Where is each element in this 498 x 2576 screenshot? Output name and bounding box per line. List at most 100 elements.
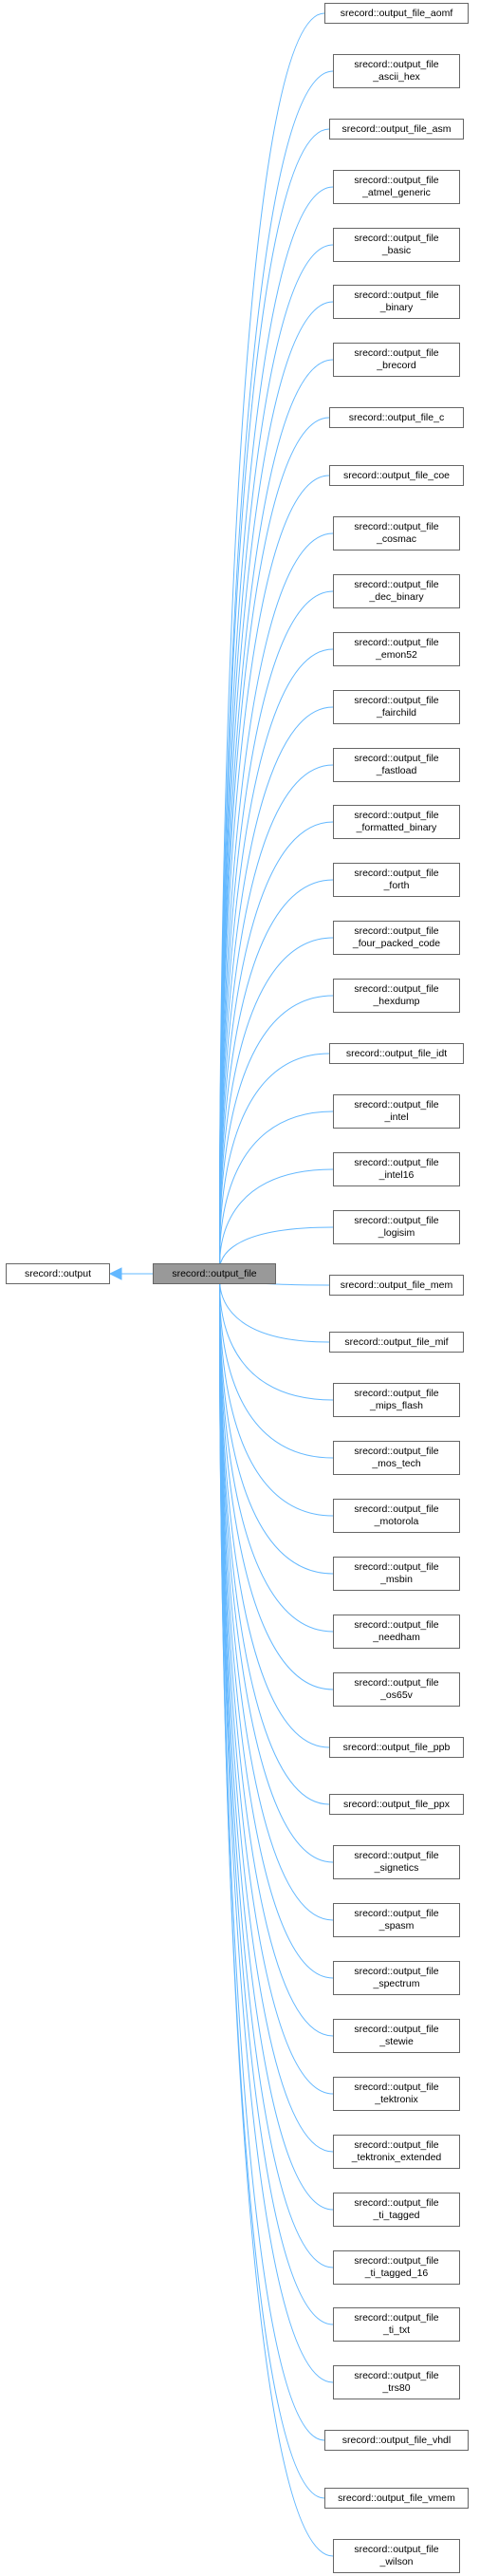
edge-to-output-file	[219, 1273, 334, 1863]
node-srecord-output-file-motorola[interactable]: srecord::output_file_motorola	[333, 1499, 460, 1533]
node-srecord-output-file-fairchild[interactable]: srecord::output_file_fairchild	[333, 690, 460, 724]
node-srecord-output-file-emon52[interactable]: srecord::output_file_emon52	[333, 632, 460, 666]
node-srecord-output-file-tektronix-extended[interactable]: srecord::output_file_tektronix_extended	[333, 2135, 460, 2169]
node-label-line: _intel	[384, 1111, 409, 1123]
node-srecord-output-file-intel16[interactable]: srecord::output_file_intel16	[333, 1152, 460, 1186]
node-srecord-output-file-mips-flash[interactable]: srecord::output_file_mips_flash	[333, 1383, 460, 1417]
node-srecord-output-file-mem[interactable]: srecord::output_file_mem	[329, 1275, 464, 1296]
node-srecord-output-file-wilson[interactable]: srecord::output_file_wilson	[333, 2539, 460, 2573]
node-label-line: srecord::output_file	[354, 2544, 439, 2555]
node-label-line: srecord::output_file	[354, 1215, 439, 1226]
node-srecord-output-file-needham[interactable]: srecord::output_file_needham	[333, 1615, 460, 1649]
node-srecord-output-file-idt[interactable]: srecord::output_file_idt	[329, 1043, 464, 1064]
node-srecord-output-file-logisim[interactable]: srecord::output_file_logisim	[333, 1210, 460, 1244]
node-srecord-output-file-dec-binary[interactable]: srecord::output_file_dec_binary	[333, 574, 460, 608]
node-srecord-output-file-stewie[interactable]: srecord::output_file_stewie	[333, 2019, 460, 2053]
node-srecord-output-file-ti-tagged[interactable]: srecord::output_file_ti_tagged	[333, 2193, 460, 2227]
node-label-line: srecord::output_file	[354, 1677, 439, 1689]
node-label-line: srecord::output_file_ppb	[342, 1741, 451, 1753]
node-srecord-output-file-coe[interactable]: srecord::output_file_coe	[329, 465, 464, 486]
node-label-line: srecord::output_file_asm	[341, 122, 452, 135]
node-srecord-output-file-basic[interactable]: srecord::output_file_basic	[333, 228, 460, 262]
node-label: srecord::output	[24, 1267, 92, 1279]
edge-to-output-file	[219, 301, 334, 1275]
node-srecord-output-file-asm[interactable]: srecord::output_file_asm	[329, 119, 464, 140]
node-srecord-output-file-forth[interactable]: srecord::output_file_forth	[333, 863, 460, 897]
edge-to-output-file	[219, 1273, 334, 2268]
node-label-line: srecord::output_file	[354, 2312, 439, 2324]
node-label-line: srecord::output_file	[354, 1908, 439, 1919]
node-label-line: srecord::output_file	[354, 925, 439, 937]
node-label-line: _signetics	[374, 1862, 419, 1874]
node-srecord-output-file-mif[interactable]: srecord::output_file_mif	[329, 1332, 464, 1353]
node-srecord-output-file-fastload[interactable]: srecord::output_file_fastload	[333, 748, 460, 782]
node-label-line: _tektronix_extended	[351, 2152, 442, 2163]
edge-to-output-file	[219, 1168, 334, 1275]
edge-to-output-file	[219, 1273, 334, 2211]
node-label-line: _hexdump	[373, 996, 420, 1007]
node-label-line: _mips_flash	[369, 1400, 424, 1411]
node-label-line: _stewie	[379, 2036, 414, 2047]
node-srecord-output-file-ppb[interactable]: srecord::output_file_ppb	[329, 1737, 464, 1758]
node-srecord-output-file-vhdl[interactable]: srecord::output_file_vhdl	[324, 2430, 469, 2451]
node-srecord-output-file-spectrum[interactable]: srecord::output_file_spectrum	[333, 1961, 460, 1995]
node-label-line: srecord::output_file	[354, 1619, 439, 1631]
node-srecord-output-file-ppx[interactable]: srecord::output_file_ppx	[329, 1794, 464, 1815]
node-srecord-output-file-mos-tech[interactable]: srecord::output_file_mos_tech	[333, 1441, 460, 1475]
node-srecord-output-file-hexdump[interactable]: srecord::output_file_hexdump	[333, 979, 460, 1013]
node-label-line: srecord::output_file	[354, 810, 439, 821]
node-srecord-output-file-binary[interactable]: srecord::output_file_binary	[333, 285, 460, 319]
node-srecord-output-file-brecord[interactable]: srecord::output_file_brecord	[333, 343, 460, 377]
node-srecord-output-file-atmel-generic[interactable]: srecord::output_file_atmel_generic	[333, 170, 460, 204]
node-label-line: srecord::output_file	[354, 2255, 439, 2267]
node-label-line: srecord::output_file	[354, 637, 439, 648]
base-arrowhead	[108, 1267, 122, 1280]
node-label-line: _ti_tagged	[373, 2210, 420, 2221]
node-srecord-output-file-tektronix[interactable]: srecord::output_file_tektronix	[333, 2077, 460, 2111]
node-srecord-output-file-four-packed-code[interactable]: srecord::output_file_four_packed_code	[333, 921, 460, 955]
node-label-line: srecord::output_file_ppx	[342, 1798, 451, 1810]
node-label-line: _four_packed_code	[352, 938, 441, 949]
node-label-line: _fairchild	[376, 707, 417, 719]
node-srecord-output-file-cosmac[interactable]: srecord::output_file_cosmac	[333, 516, 460, 551]
node-srecord-output-file-intel[interactable]: srecord::output_file_intel	[333, 1094, 460, 1129]
node-label-line: srecord::output_file	[354, 175, 439, 186]
node-srecord-output-file-ti-tagged-16[interactable]: srecord::output_file_ti_tagged_16	[333, 2250, 460, 2285]
node-srecord-output-file-signetics[interactable]: srecord::output_file_signetics	[333, 1845, 460, 1879]
node-srecord-output-file-spasm[interactable]: srecord::output_file_spasm	[333, 1903, 460, 1937]
node-label-line: _logisim	[378, 1227, 415, 1239]
node-srecord-output-file-ti-txt[interactable]: srecord::output_file_ti_txt	[333, 2307, 460, 2342]
node-label-line: _intel16	[378, 1169, 415, 1181]
node-srecord-output-file: srecord::output_file	[153, 1263, 276, 1284]
node-label-line: srecord::output_file	[354, 695, 439, 706]
node-srecord-output-file-os65v[interactable]: srecord::output_file_os65v	[333, 1672, 460, 1707]
node-srecord-output-file-vmem[interactable]: srecord::output_file_vmem	[324, 2488, 469, 2509]
node-srecord-output[interactable]: srecord::output	[6, 1263, 110, 1284]
node-label-line: _mos_tech	[372, 1458, 421, 1469]
node-label-line: srecord::output_file_vmem	[338, 2492, 455, 2504]
node-label-line: _wilson	[379, 2556, 414, 2567]
node-srecord-output-file-trs80[interactable]: srecord::output_file_trs80	[333, 2365, 460, 2399]
node-srecord-output-file-msbin[interactable]: srecord::output_file_msbin	[333, 1557, 460, 1591]
node-label-line: _cosmac	[376, 533, 416, 545]
edge-to-output-file	[219, 1273, 334, 2557]
node-label-line: srecord::output_file	[354, 1850, 439, 1861]
node-label-line: srecord::output_file	[354, 2197, 439, 2209]
node-label-line: _fastload	[376, 765, 417, 776]
node-srecord-output-file-formatted-binary[interactable]: srecord::output_file_formatted_binary	[333, 805, 460, 839]
node-label-line: _binary	[379, 302, 414, 313]
node-label-line: srecord::output_file	[354, 868, 439, 879]
node-srecord-output-file-aomf[interactable]: srecord::output_file_aomf	[324, 3, 469, 24]
node-label-line: srecord::output_file	[354, 753, 439, 764]
node-label-line: srecord::output_file	[354, 2370, 439, 2381]
node-label-line: srecord::output_file	[354, 1099, 439, 1111]
node-label-line: srecord::output_file	[354, 289, 439, 301]
node-label-line: srecord::output_file	[354, 59, 439, 70]
node-srecord-output-file-ascii-hex[interactable]: srecord::output_file_ascii_hex	[333, 54, 460, 88]
edge-to-output-file	[219, 821, 334, 1275]
node-label-line: srecord::output_file	[354, 347, 439, 359]
node-label-line: srecord::output_file	[354, 983, 439, 995]
node-srecord-output-file-c[interactable]: srecord::output_file_c	[329, 407, 464, 428]
node-label-line: _ti_tagged_16	[364, 2268, 429, 2279]
